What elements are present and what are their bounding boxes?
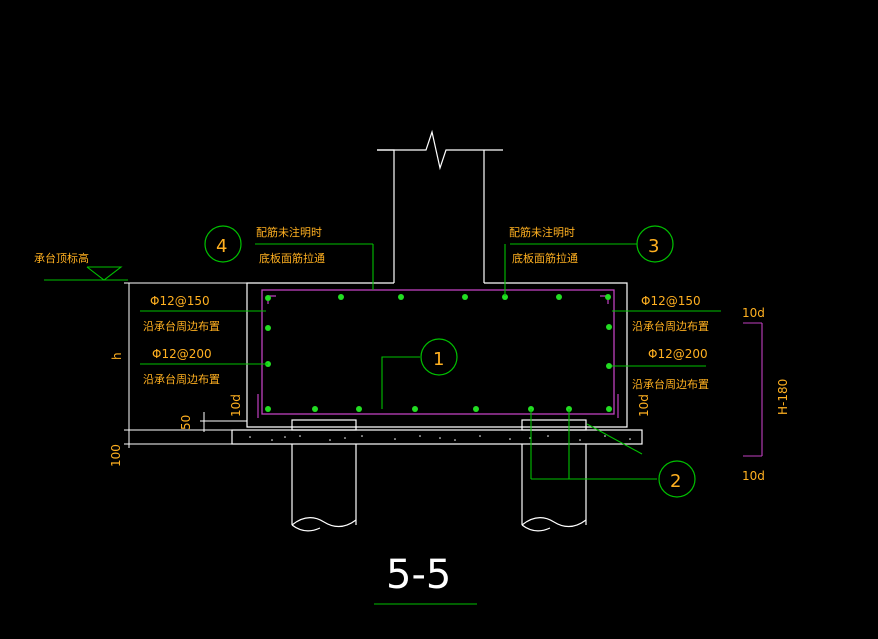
- callout-4: 4: [216, 236, 227, 257]
- callout-1: 1: [433, 349, 444, 370]
- rebar-left-bottom-note: 沿承台周边布置: [143, 372, 220, 386]
- rebar-left-top: Φ12@150: [150, 294, 210, 308]
- column-outline: [377, 149, 395, 283]
- rebar-left-top-note: 沿承台周边布置: [143, 319, 220, 333]
- dim-10d-bottom: 10d: [742, 469, 765, 483]
- section-title: 5-5: [386, 552, 451, 598]
- callout-circles: [204, 225, 696, 498]
- callout-2: 2: [670, 471, 681, 492]
- dim-10d-left: 10d: [229, 394, 243, 417]
- leader-lines: [44, 243, 721, 605]
- dim-100-label: 100: [109, 444, 123, 467]
- pile-cap-outline: [246, 282, 628, 428]
- rebar-right-bottom-note: 沿承台周边布置: [632, 377, 709, 391]
- rebar-left-bottom: Φ12@200: [152, 347, 212, 361]
- rebar-right-top: Φ12@150: [641, 294, 701, 308]
- note-right-line2: 底板面筋拉通: [512, 251, 578, 265]
- dim-10d-right: 10d: [637, 394, 651, 417]
- callout-3: 3: [648, 236, 659, 257]
- reinforcement-cage: [261, 289, 615, 415]
- column-break-mark: [377, 129, 503, 171]
- dim-h180-label: H-180: [776, 379, 790, 415]
- blinding-hatch: [249, 435, 631, 441]
- cap-top-elevation-label: 承台顶标高: [34, 251, 89, 265]
- note-left-line1: 配筋未注明时: [256, 225, 322, 239]
- pile-left: [291, 419, 357, 532]
- note-right-line1: 配筋未注明时: [509, 225, 575, 239]
- pile-right: [521, 419, 587, 532]
- rebar-right-top-note: 沿承台周边布置: [632, 319, 709, 333]
- dim-10d-top: 10d: [742, 306, 765, 320]
- dim-50-label: 50: [179, 415, 193, 430]
- rebar-right-bottom: Φ12@200: [648, 347, 708, 361]
- h180-dimension: [743, 322, 763, 457]
- elevation-triangle: [86, 266, 123, 281]
- dim-h-label: h: [110, 352, 124, 360]
- blinding-layer: [231, 429, 643, 445]
- note-left-line2: 底板面筋拉通: [259, 251, 325, 265]
- dimension-lines: [124, 282, 247, 448]
